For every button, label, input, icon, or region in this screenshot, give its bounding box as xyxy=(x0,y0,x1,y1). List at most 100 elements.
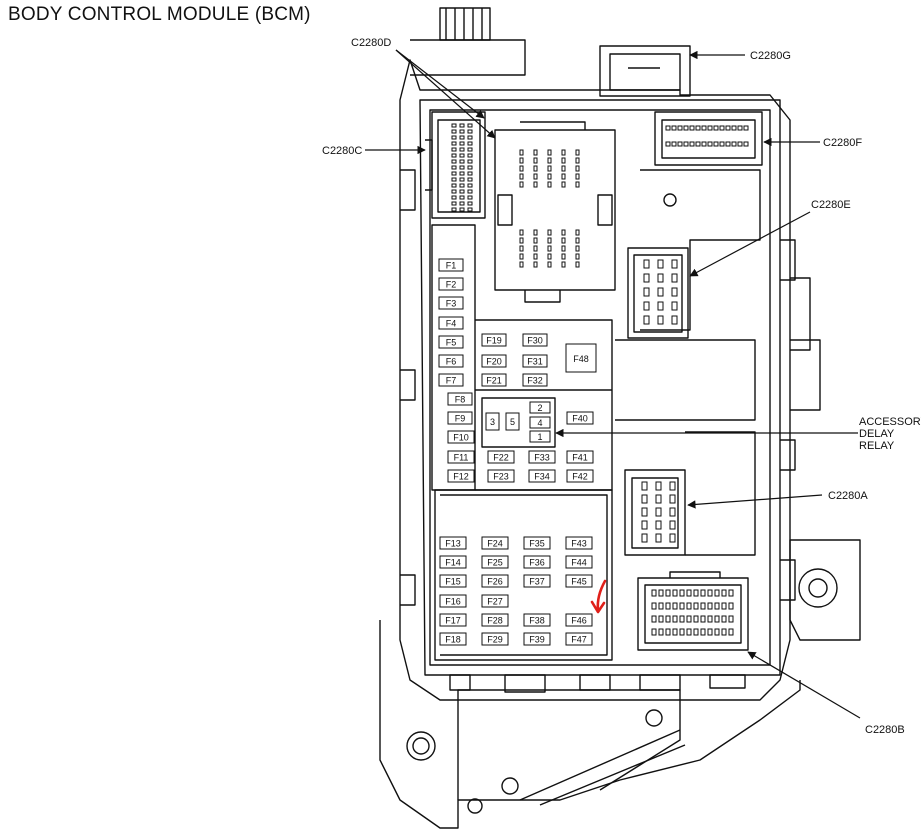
connector-pin xyxy=(721,615,727,623)
relay-pin-5: 5 xyxy=(510,417,515,427)
fuse-label-f35: F35 xyxy=(529,539,545,549)
fuse-f47: F47 xyxy=(565,632,593,646)
connector-pin xyxy=(671,125,677,131)
connector-pin xyxy=(671,301,678,311)
fuse-box-f40 xyxy=(566,411,594,425)
fuse-label-f44: F44 xyxy=(571,558,587,568)
fuse-label-f8: F8 xyxy=(455,395,466,405)
connector-pin xyxy=(655,507,662,517)
fuse-f23: F23 xyxy=(487,469,515,483)
fuse-label-f10: F10 xyxy=(453,433,469,443)
label-c2280c: C2280C xyxy=(322,145,362,157)
connector-pin xyxy=(719,125,725,131)
connector-pin xyxy=(700,615,706,623)
fuse-label-f36: F36 xyxy=(529,558,545,568)
connector-pin xyxy=(547,237,552,244)
fuse-label-f48: F48 xyxy=(573,354,589,364)
fuse-box-f17 xyxy=(439,613,467,627)
fuse-f7: F7 xyxy=(438,373,464,387)
fuse-box-f23 xyxy=(487,469,515,483)
relay-socket xyxy=(481,397,556,448)
connector-pin xyxy=(451,153,457,158)
label-relay-line1: ACCESSORY xyxy=(859,416,921,428)
connector-pin xyxy=(533,173,538,180)
connector-pin xyxy=(665,602,671,610)
connector-pin xyxy=(575,181,580,188)
connector-pin xyxy=(459,201,465,206)
fuse-label-f13: F13 xyxy=(445,539,461,549)
fuse-label-f47: F47 xyxy=(571,635,587,645)
leader-c2280d-2 xyxy=(395,49,485,119)
connector-c2280g xyxy=(599,45,691,97)
connector-pin xyxy=(561,253,566,260)
connector-pin xyxy=(651,589,657,597)
fuse-f34: F34 xyxy=(528,469,556,483)
connector-pin xyxy=(707,628,713,636)
connector-pin xyxy=(547,173,552,180)
connector-pin xyxy=(547,157,552,164)
connector-pin xyxy=(686,615,692,623)
connector-pin xyxy=(721,628,727,636)
connector-pin xyxy=(686,628,692,636)
connector-pin xyxy=(714,602,720,610)
fuse-label-f5: F5 xyxy=(446,338,457,348)
connector-pin xyxy=(459,129,465,134)
connector-pin xyxy=(643,259,650,269)
connector-pin xyxy=(679,615,685,623)
fuse-f30: F30 xyxy=(522,333,548,347)
connector-pin xyxy=(677,141,683,147)
connector-pin xyxy=(658,602,664,610)
connector-pin xyxy=(451,159,457,164)
bracket-hole-left xyxy=(406,731,436,761)
leader-c2280a xyxy=(687,494,823,509)
c2280f-pins xyxy=(665,125,749,147)
connector-pin xyxy=(451,147,457,152)
connector-pin xyxy=(679,602,685,610)
fuse-f14: F14 xyxy=(439,555,467,569)
connector-pin xyxy=(743,125,749,131)
fuse-box-f32 xyxy=(522,373,548,387)
connector-pin xyxy=(695,125,701,131)
fuse-label-f19: F19 xyxy=(486,336,502,346)
label-c2280d: C2280D xyxy=(351,37,391,49)
connector-pin xyxy=(467,135,473,140)
connector-pin xyxy=(672,628,678,636)
relay-pin-3: 3 xyxy=(490,417,495,427)
mounting-bracket xyxy=(379,620,801,829)
connector-pin xyxy=(547,261,552,268)
connector-pin xyxy=(672,589,678,597)
fuse-f6: F6 xyxy=(438,354,464,368)
connector-pin xyxy=(575,165,580,172)
connector-pin xyxy=(641,520,648,530)
fuse-box-f37 xyxy=(523,574,551,588)
connector-pin xyxy=(561,173,566,180)
fuse-label-f16: F16 xyxy=(445,597,461,607)
fuse-f43: F43 xyxy=(565,536,593,550)
connector-pin xyxy=(451,123,457,128)
fuse-f35: F35 xyxy=(523,536,551,550)
connector-pin xyxy=(467,195,473,200)
connector-pin xyxy=(651,628,657,636)
connector-pin xyxy=(467,141,473,146)
connector-pin xyxy=(657,315,664,325)
fuse-label-f45: F45 xyxy=(571,577,587,587)
fuse-box-f31 xyxy=(522,354,548,368)
label-c2280g: C2280G xyxy=(750,50,791,62)
fuse-box-f36 xyxy=(523,555,551,569)
page-title: BODY CONTROL MODULE (BCM) xyxy=(8,4,311,25)
fuse-label-f46: F46 xyxy=(571,616,587,626)
connector-pin xyxy=(561,261,566,268)
connector-pin xyxy=(575,157,580,164)
fuse-f15: F15 xyxy=(439,574,467,588)
leader-c2280b xyxy=(747,651,861,719)
connector-pin xyxy=(672,615,678,623)
connector-pin xyxy=(737,141,743,147)
red-marker-arrow xyxy=(596,579,607,612)
fuse-box-f27 xyxy=(481,594,509,608)
fuse-label-f26: F26 xyxy=(487,577,503,587)
connector-pin xyxy=(459,177,465,182)
fuse-f38: F38 xyxy=(523,613,551,627)
fuse-box-f20 xyxy=(481,354,507,368)
connector-pin xyxy=(700,589,706,597)
